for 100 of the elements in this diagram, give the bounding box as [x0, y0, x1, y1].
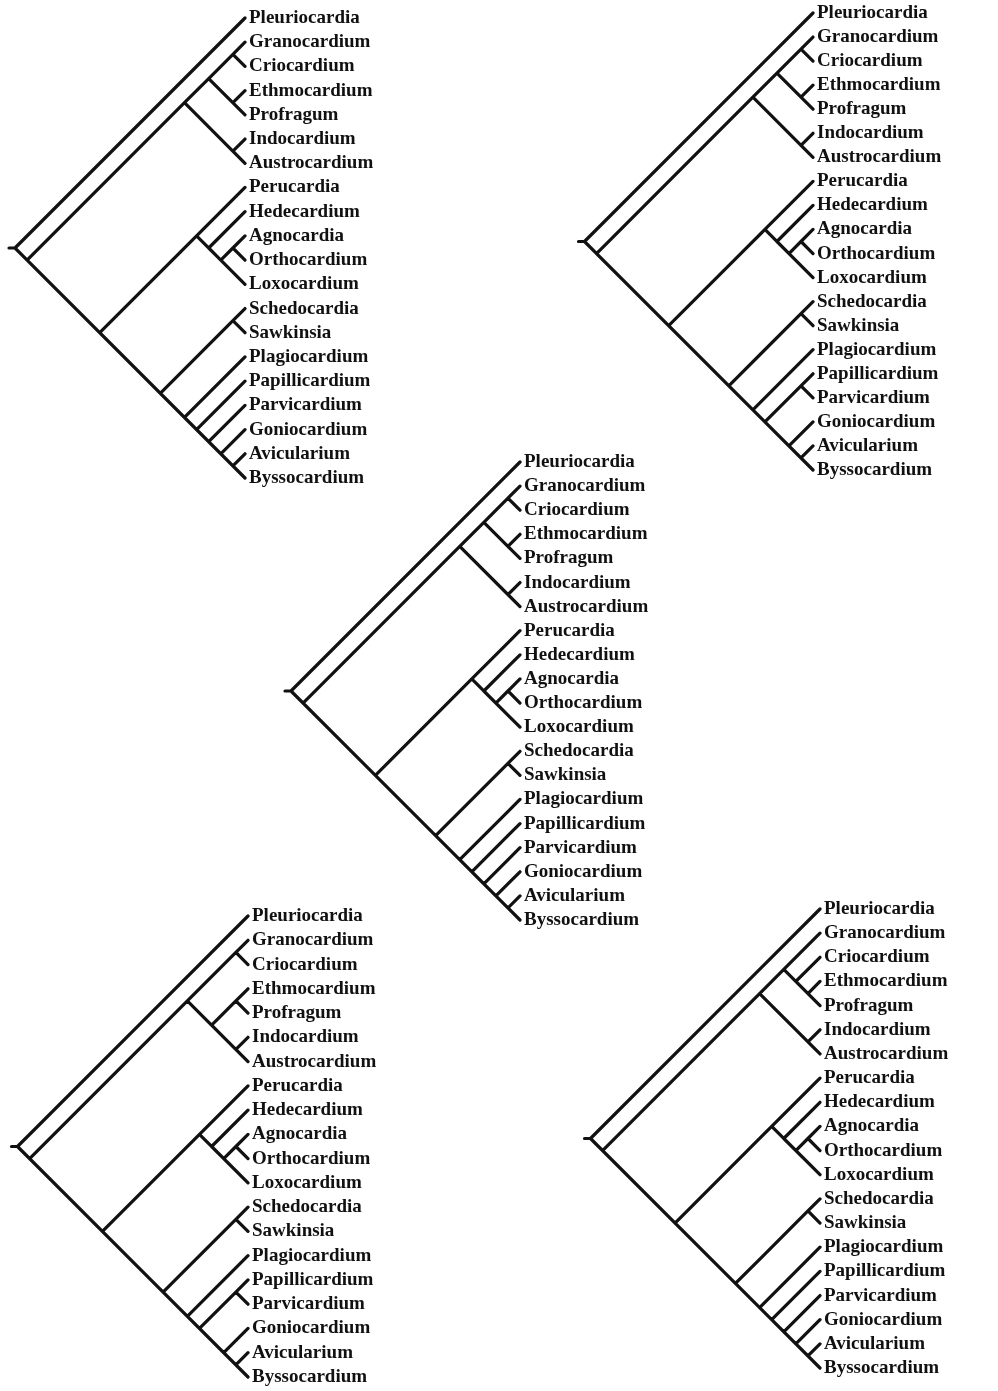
taxon-label: Perucardia: [524, 618, 615, 641]
taxon-label: Orthocardium: [824, 1138, 943, 1161]
taxon-label: Plagiocardium: [824, 1235, 944, 1258]
taxon-label: Loxocardium: [524, 715, 634, 738]
taxon-label: Ethmocardium: [252, 976, 376, 999]
taxon-label: Goniocardium: [817, 409, 936, 432]
taxon-label: Ethmocardium: [524, 522, 648, 545]
taxon-label: Goniocardium: [252, 1316, 371, 1339]
taxon-label: Pleuriocardia: [249, 6, 360, 28]
taxon-label: Byssocardium: [824, 1356, 940, 1378]
taxon-label: Plagiocardium: [817, 337, 937, 360]
taxon-label: Austrocardium: [824, 1041, 949, 1064]
taxon-label: Pleuriocardia: [824, 897, 935, 919]
taxon-label: Profragum: [249, 102, 339, 125]
taxon-label: Papillicardium: [824, 1259, 946, 1282]
taxon-label: Papillicardium: [249, 369, 371, 392]
taxon-label: Pleuriocardia: [252, 904, 363, 926]
taxon-label: Plagiocardium: [524, 787, 644, 810]
taxon-label: Byssocardium: [817, 458, 933, 480]
taxon-label: Agnocardia: [524, 666, 619, 689]
taxon-label: Criocardium: [524, 498, 630, 521]
taxon-label: Parvicardium: [524, 835, 637, 858]
taxon-label: Agnocardia: [252, 1122, 347, 1145]
taxon-label: Ethmocardium: [817, 73, 941, 96]
taxon-label: Indocardium: [817, 121, 924, 144]
taxon-label: Orthocardium: [817, 241, 936, 264]
taxon-label: Profragum: [824, 993, 914, 1016]
taxon-label: Papillicardium: [524, 811, 646, 834]
taxon-label: Ethmocardium: [249, 78, 373, 101]
taxon-label: Granocardium: [249, 30, 371, 53]
taxon-label: Loxocardium: [249, 272, 359, 295]
taxon-label: Parvicardium: [817, 385, 930, 408]
taxon-label: Hedecardium: [824, 1090, 935, 1113]
taxon-label: Plagiocardium: [252, 1243, 372, 1266]
taxon-label: Papillicardium: [252, 1267, 374, 1290]
taxon-label: Agnocardia: [817, 217, 912, 240]
taxon-label: Goniocardium: [824, 1307, 943, 1330]
taxon-label: Byssocardium: [252, 1365, 368, 1387]
taxon-label: Granocardium: [524, 474, 646, 497]
taxon-label: Parvicardium: [824, 1283, 937, 1306]
taxon-label: Granocardium: [817, 25, 939, 48]
taxon-label: Hedecardium: [524, 642, 635, 665]
taxon-label: Pleuriocardia: [524, 450, 635, 472]
taxon-label: Papillicardium: [817, 361, 939, 384]
taxon-label: Schedocardia: [249, 296, 359, 319]
taxon-label: Criocardium: [817, 49, 923, 72]
taxon-label: Parvicardium: [252, 1292, 365, 1315]
taxon-label: Granocardium: [252, 928, 374, 951]
taxon-label: Profragum: [524, 546, 614, 569]
taxon-label: Loxocardium: [252, 1170, 362, 1193]
taxon-label: Sawkinsia: [252, 1219, 335, 1242]
taxon-label: Schedocardia: [817, 289, 927, 312]
taxon-label: Indocardium: [249, 127, 356, 150]
taxon-label: Goniocardium: [249, 417, 368, 440]
taxon-label: Perucardia: [824, 1066, 915, 1089]
taxon-label: Austrocardium: [817, 145, 942, 168]
taxon-label: Agnocardia: [824, 1114, 919, 1137]
taxon-label: Pleuriocardia: [817, 1, 928, 23]
taxon-label: Schedocardia: [252, 1195, 362, 1218]
taxon-label: Austrocardium: [524, 594, 649, 617]
taxon-label: Avicularium: [252, 1340, 353, 1363]
taxon-label: Avicularium: [524, 883, 625, 906]
taxon-label: Orthocardium: [524, 691, 643, 714]
taxon-label: Avicularium: [817, 433, 918, 456]
taxon-label: Schedocardia: [524, 739, 634, 762]
taxon-label: Ethmocardium: [824, 969, 948, 992]
taxon-label: Byssocardium: [249, 466, 365, 488]
taxon-label: Perucardia: [249, 175, 340, 198]
taxon-label: Hedecardium: [252, 1098, 363, 1121]
taxon-label: Orthocardium: [249, 248, 368, 271]
taxon-label: Goniocardium: [524, 859, 643, 882]
taxon-label: Hedecardium: [817, 193, 928, 216]
taxon-label: Criocardium: [824, 945, 930, 968]
taxon-label: Sawkinsia: [817, 313, 900, 336]
taxon-label: Perucardia: [817, 169, 908, 192]
taxon-label: Loxocardium: [817, 265, 927, 288]
taxon-label: Indocardium: [252, 1025, 359, 1048]
taxon-label: Perucardia: [252, 1073, 343, 1096]
taxon-label: Indocardium: [524, 570, 631, 593]
taxon-label: Avicularium: [249, 441, 350, 464]
taxon-label: Profragum: [817, 97, 907, 120]
taxon-label: Schedocardia: [824, 1186, 934, 1209]
taxon-label: Byssocardium: [524, 908, 640, 930]
taxon-label: Avicularium: [824, 1331, 925, 1354]
taxon-label: Granocardium: [824, 921, 946, 944]
taxon-label: Sawkinsia: [824, 1211, 907, 1234]
taxon-label: Sawkinsia: [524, 763, 607, 786]
taxon-label: Criocardium: [249, 54, 355, 77]
taxon-label: Plagiocardium: [249, 344, 369, 367]
taxon-label: Criocardium: [252, 952, 358, 975]
taxon-label: Profragum: [252, 1001, 342, 1024]
taxon-label: Agnocardia: [249, 223, 344, 246]
taxon-label: Indocardium: [824, 1017, 931, 1040]
taxon-label: Austrocardium: [252, 1049, 377, 1072]
taxon-label: Austrocardium: [249, 151, 374, 174]
taxon-label: Sawkinsia: [249, 320, 332, 343]
taxon-label: Orthocardium: [252, 1146, 371, 1169]
taxon-label: Parvicardium: [249, 393, 362, 416]
taxon-label: Hedecardium: [249, 199, 360, 222]
taxon-label: Loxocardium: [824, 1162, 934, 1185]
